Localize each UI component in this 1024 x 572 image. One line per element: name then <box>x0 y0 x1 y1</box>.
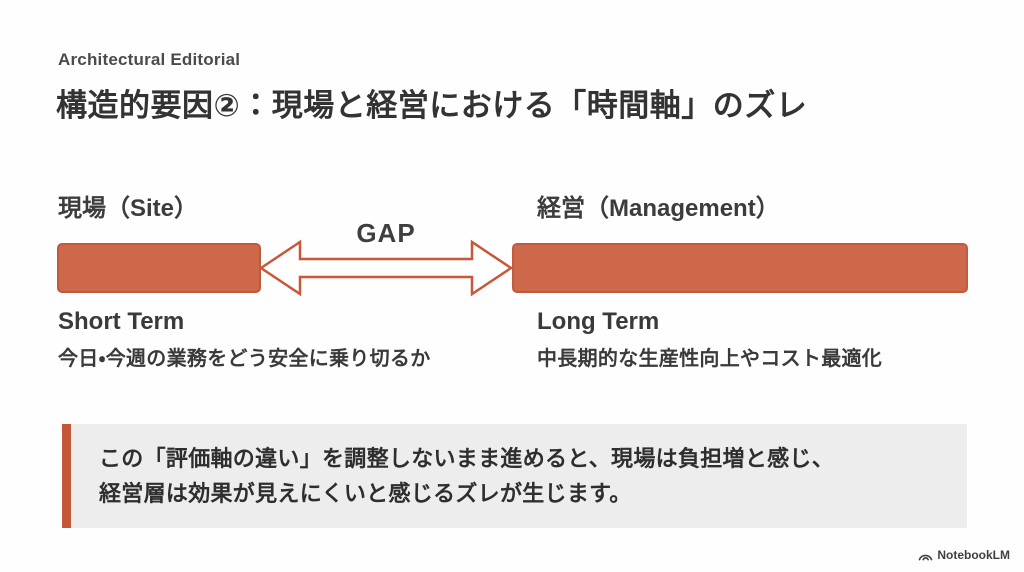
footer-brand: NotebookLM <box>918 548 1010 562</box>
callout-line-1: この「評価軸の違い」を調整しないまま進めると、現場は負担増と感じ、 <box>99 445 835 471</box>
site-bar <box>57 243 261 293</box>
management-label: 経営（Management） <box>537 195 780 222</box>
notebooklm-logo-icon <box>919 554 933 560</box>
callout-line-2: 経営層は効果が見えにくいと感じるズレが生じます。 <box>99 480 632 506</box>
notebooklm-brand-label: NotebookLM <box>937 548 1010 562</box>
eyebrow-label: Architectural Editorial <box>58 50 241 69</box>
site-label: 現場（Site） <box>58 195 199 222</box>
short-term-block: Short Term 今日・今週の業務をどう安全に乗り切るか <box>58 308 431 371</box>
short-term-heading: Short Term <box>58 308 185 335</box>
long-term-block: Long Term 中長期的な生産性向上やコスト最適化 <box>537 308 882 371</box>
gap-label: GAP <box>356 218 416 248</box>
page-title: 構造的要因②：現場と経営における「時間軸」のズレ <box>56 88 808 123</box>
long-term-heading: Long Term <box>537 308 660 335</box>
callout-box: この「評価軸の違い」を調整しないまま進めると、現場は負担増と感じ、 経営層は効果… <box>62 424 967 528</box>
short-term-desc: 今日・今週の業務をどう安全に乗り切るか <box>58 348 431 370</box>
long-term-desc: 中長期的な生産性向上やコスト最適化 <box>537 348 883 370</box>
gap-double-arrow-icon <box>258 239 514 297</box>
management-bar <box>512 243 968 293</box>
